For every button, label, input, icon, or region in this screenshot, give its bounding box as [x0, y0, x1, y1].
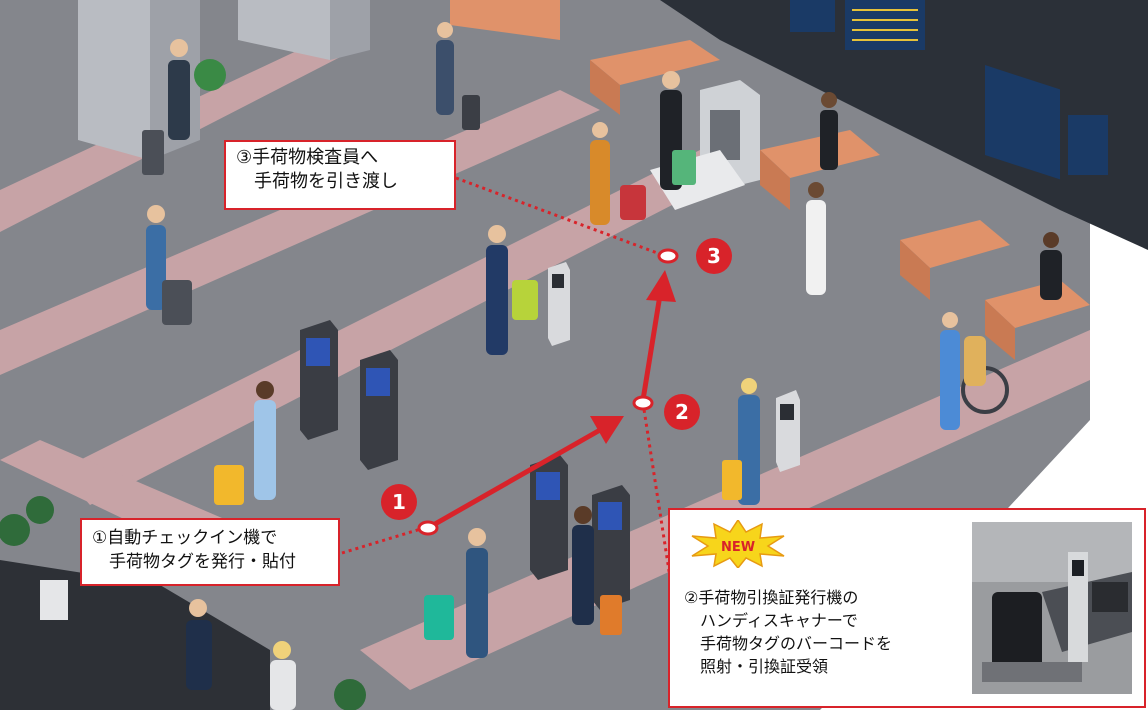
callout-step2-line-3: 手荷物タグのバーコードを [684, 634, 893, 653]
seating-area [0, 59, 366, 710]
new-burst-badge: NEW [691, 520, 785, 568]
checkin-counters [450, 0, 1090, 360]
scanner-photo [972, 522, 1132, 694]
route-dot-3 [657, 248, 679, 264]
callout-step1-line-1: ①自動チェックイン機で [92, 528, 278, 548]
leader-step3 [455, 176, 661, 256]
route [341, 176, 679, 591]
burst-icon [691, 520, 785, 568]
step-marker-1: 1 [381, 484, 417, 520]
callout-step2-line-2: ハンディスキャナーで [684, 611, 858, 630]
back-wall [660, 0, 1148, 250]
callout-step3-line-2: 手荷物を引き渡し [236, 171, 398, 192]
route-dot-2 [632, 395, 654, 411]
callout-step1: ①自動チェックイン機で 手荷物タグを発行・貼付 [80, 518, 340, 586]
callout-step3: ③手荷物検査員へ 手荷物を引き渡し [224, 140, 456, 210]
kiosks [300, 262, 800, 610]
callout-step2-line-1: ②手荷物引換証発行機の [684, 588, 859, 607]
callout-step3-line-1: ③手荷物検査員へ [236, 147, 379, 168]
route-arrowhead-1 [590, 416, 624, 444]
new-label: NEW [721, 540, 755, 555]
callout-step2-line-4: 照射・引換証受領 [684, 657, 829, 676]
step-marker-2: 2 [664, 394, 700, 430]
route-arrow-2 [640, 294, 663, 401]
callout-step1-line-2: 手荷物タグを発行・貼付 [92, 552, 296, 572]
step-marker-3: 3 [696, 238, 732, 274]
route-arrowhead-2 [646, 270, 676, 302]
route-dot-1 [417, 520, 439, 536]
leader-step1 [341, 526, 425, 555]
route-arrow-1 [426, 427, 602, 531]
departure-boards [790, 0, 1108, 180]
passengers [142, 22, 1062, 658]
